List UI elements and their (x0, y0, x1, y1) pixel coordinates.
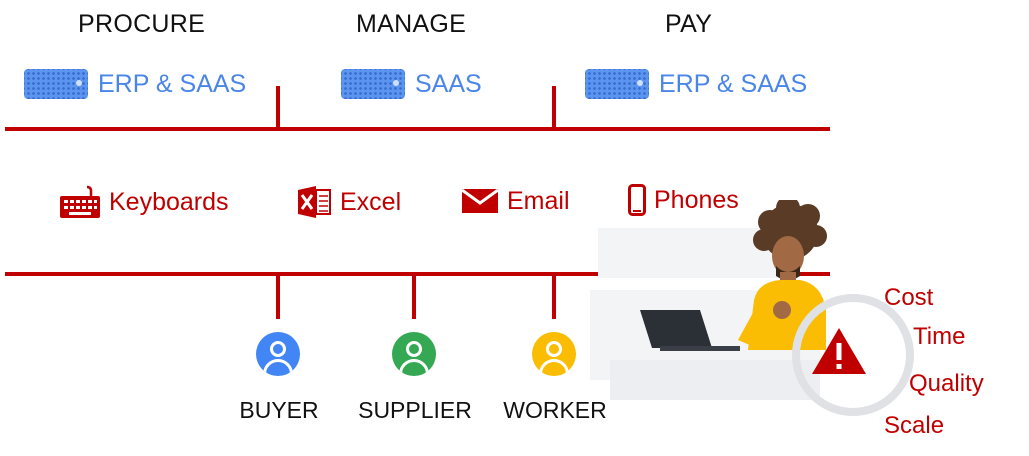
role-label: BUYER (239, 397, 319, 423)
person-with-laptop-illustration (640, 200, 827, 351)
person-icon (256, 332, 300, 376)
risk-scale: Scale (884, 412, 945, 439)
tool-keyboards: Keyboards (59, 185, 229, 219)
tool-label: Keyboards (109, 187, 229, 216)
system-manage: SAAS (341, 69, 482, 99)
person-icon (392, 332, 436, 376)
connector-line (276, 86, 280, 129)
system-pay: ERP & SAAS (585, 69, 807, 99)
keyboard-icon (60, 185, 100, 218)
system-label: SAAS (415, 69, 482, 98)
tool-label: Email (507, 186, 570, 215)
tool-label: Phones (654, 185, 739, 214)
warning-icon (812, 328, 866, 374)
connector-line (276, 274, 280, 319)
tool-excel: Excel (298, 186, 401, 218)
connector-line (412, 274, 416, 319)
person-icon (532, 332, 576, 376)
server-icon (341, 69, 405, 99)
role-buyer (256, 332, 300, 376)
background-panel (598, 228, 783, 278)
phase-procure: PROCURE (78, 10, 206, 38)
background-panel (610, 360, 820, 400)
role-label: WORKER (503, 397, 607, 423)
phone-icon (628, 184, 646, 216)
tool-label: Excel (340, 187, 402, 216)
risk-cost: Cost (884, 284, 934, 311)
connector-line (552, 274, 556, 319)
server-icon (24, 69, 88, 99)
system-procure: ERP & SAAS (24, 69, 246, 99)
phase-pay: PAY (665, 10, 713, 38)
role-worker (532, 332, 576, 376)
role-supplier (392, 332, 436, 376)
connector-line (552, 86, 556, 129)
tool-email: Email (461, 186, 570, 216)
system-label: ERP & SAAS (659, 69, 808, 98)
risk-quality: Quality (909, 370, 984, 397)
roles-rail (5, 272, 830, 276)
tool-phones: Phones (628, 184, 739, 216)
phase-manage: MANAGE (356, 10, 467, 38)
systems-rail (5, 127, 830, 131)
envelope-icon (461, 188, 499, 213)
server-icon (585, 69, 649, 99)
risk-time: Time (913, 323, 966, 350)
risk-gauge-ring (792, 294, 914, 416)
system-label: ERP & SAAS (98, 69, 247, 98)
role-label: SUPPLIER (358, 397, 472, 423)
excel-icon (298, 186, 331, 218)
